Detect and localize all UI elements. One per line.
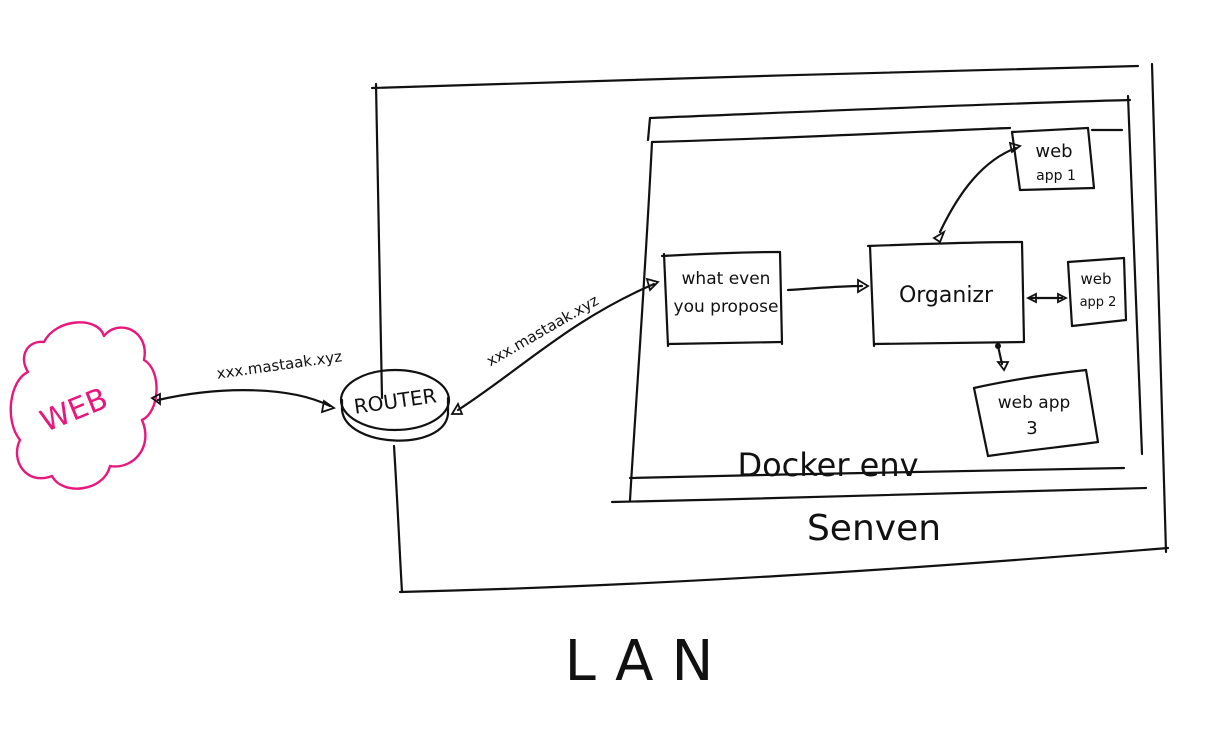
link-router-proxy-label: xxx.mastaak.xyz [483, 291, 602, 370]
proxy-label-line1: what even [682, 269, 771, 289]
web-app-3-line2: 3 [1026, 418, 1037, 439]
connection-organizer-app3 [995, 343, 1010, 372]
web-app-2-line2: app 2 [1080, 295, 1117, 310]
connection-organizer-app1 [932, 141, 1022, 244]
docker-label: Docker env [737, 446, 918, 484]
lan-box [370, 62, 1170, 594]
organizer-label: Organizr [899, 283, 994, 308]
link-web-router-label: xxx.mastaak.xyz [215, 347, 343, 382]
web-app-3-box [972, 368, 1100, 458]
lan-label: LAN [565, 629, 732, 694]
organizer-box [866, 240, 1026, 348]
proxy-label-line2: you propose [674, 297, 779, 317]
connection-router-proxy [450, 277, 660, 415]
server-box [610, 94, 1148, 504]
web-app-1-line1: web [1035, 141, 1072, 162]
proxy-box [660, 250, 784, 348]
server-label: Senven [807, 508, 941, 549]
web-app-3-line1: web app [998, 393, 1071, 413]
web-app-2-line1: web [1080, 270, 1111, 288]
router-label: ROUTER [352, 383, 438, 418]
web-app-2-box [1066, 256, 1128, 328]
web-label: WEB [36, 381, 113, 439]
web-app-1-box [1010, 126, 1096, 192]
docker-box [628, 126, 1126, 502]
web-cloud [9, 321, 158, 490]
router-node [339, 368, 451, 442]
web-app-1-line2: app 1 [1036, 168, 1076, 184]
connection-web-router [150, 389, 336, 414]
connection-organizer-app2 [1025, 292, 1069, 304]
arrow-proxy-organizer [786, 278, 870, 294]
